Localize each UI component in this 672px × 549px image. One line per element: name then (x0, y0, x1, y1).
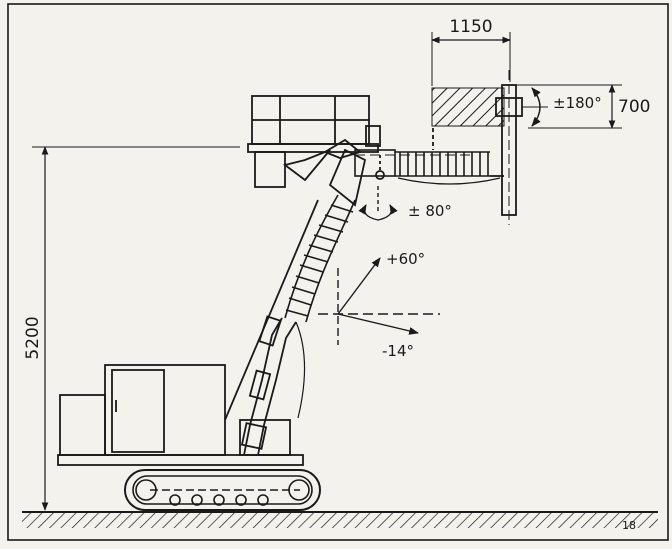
width-dimension (431, 32, 511, 86)
chassis (57, 199, 319, 466)
figure-number: 18 (622, 519, 636, 532)
tool-height-dimension (516, 84, 622, 129)
tilt-down-label: -14° (382, 342, 414, 360)
bellows-boom (284, 148, 367, 323)
height-dimension (32, 146, 240, 511)
height-label: 5200 (23, 316, 43, 359)
horizontal-bellows (354, 149, 501, 185)
tool-height-label: 700 (618, 97, 650, 117)
lower-arm (240, 315, 306, 456)
ground (22, 511, 658, 528)
tool-head (431, 70, 523, 225)
platform (247, 95, 385, 188)
tool-rotation-label: ±180° (553, 94, 602, 112)
figure-frame (7, 3, 669, 541)
tilt-indicator (318, 257, 440, 345)
wrist-rotation-arrow (358, 186, 398, 221)
width-label: 1150 (449, 17, 492, 37)
tilt-up-label: +60° (386, 250, 425, 268)
crawler-track (124, 469, 321, 511)
wrist-rotation-label: ± 80° (408, 202, 452, 220)
